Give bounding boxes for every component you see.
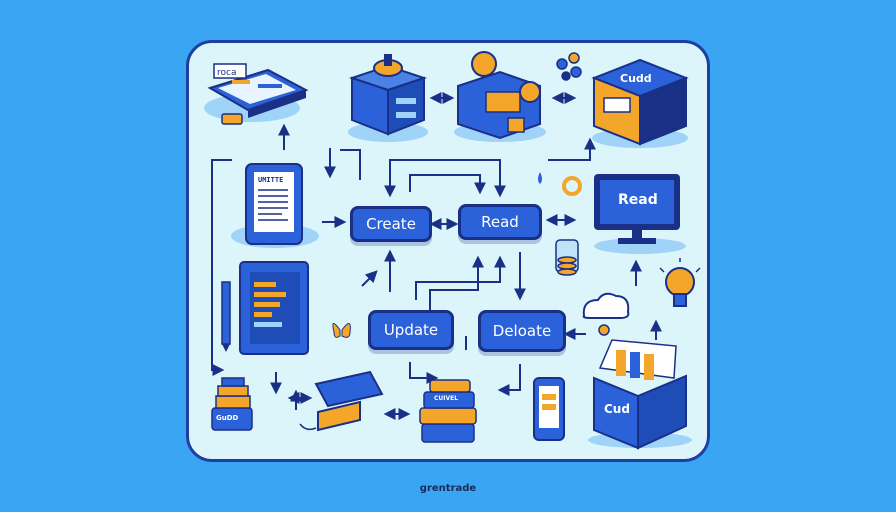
create-button-label: Create — [366, 215, 416, 233]
pencil-icon — [221, 281, 231, 352]
center-book-stack-icon — [419, 379, 477, 443]
update-button[interactable]: Update — [368, 310, 454, 350]
butterfly-icon — [332, 323, 351, 338]
camera-icon — [454, 51, 546, 142]
update-button-label: Update — [383, 321, 439, 339]
book-stack-center-label: CUIVEL — [434, 395, 459, 402]
read-button-label: Read — [481, 213, 519, 231]
device-icon — [299, 370, 384, 432]
server-icon — [348, 54, 428, 142]
connector-lines — [211, 92, 662, 420]
book-stack-icon — [211, 377, 253, 431]
tablet-icon — [231, 163, 319, 248]
footer-caption: grentrade — [419, 483, 477, 494]
storage-box-icon — [591, 58, 689, 148]
ring-icon — [538, 172, 582, 196]
file-box-icon — [588, 339, 692, 450]
molecule-icon — [556, 52, 582, 81]
delete-button[interactable]: Deloate — [478, 310, 566, 352]
document-label: UMITTE — [258, 176, 284, 184]
cloud-icon — [582, 292, 630, 336]
keyboard-icon — [239, 261, 309, 355]
monitor-icon — [594, 174, 686, 254]
book-stack-left-label: GuDD — [216, 414, 239, 422]
read-button[interactable]: Read — [458, 204, 542, 240]
box-top-right-label: Cudd — [620, 72, 652, 85]
laptop-icon: roca — [204, 63, 309, 125]
monitor-label: Read — [618, 192, 658, 208]
delete-button-label: Deloate — [492, 322, 552, 340]
phone-icon — [533, 377, 565, 441]
coins-icon — [555, 239, 579, 276]
create-button[interactable]: Create — [350, 206, 432, 242]
lightbulb-icon — [659, 258, 701, 307]
svg-text:roca: roca — [217, 68, 236, 78]
box-bottom-right-label: Cud — [604, 402, 630, 416]
